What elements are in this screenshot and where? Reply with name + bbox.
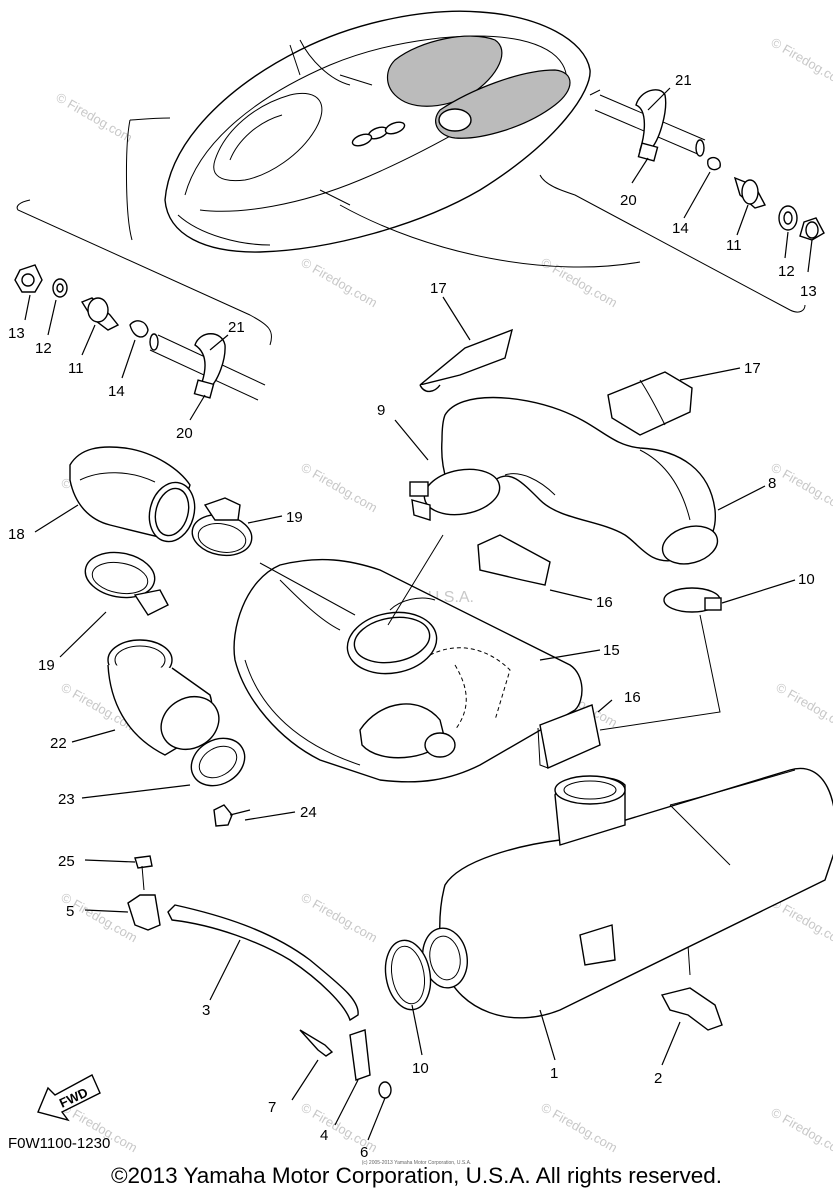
- watermark-firedog: © Firedog.com: [539, 1100, 621, 1156]
- part-8-hose: [441, 396, 719, 565]
- watercraft-illustration: [164, 10, 591, 253]
- callout-14-left: 14: [108, 383, 125, 400]
- callout-10-lower: 10: [412, 1060, 429, 1077]
- part-17-shields: [419, 328, 693, 436]
- callout-18: 18: [8, 526, 25, 543]
- small-hardware: [127, 855, 392, 1099]
- callout-24: 24: [300, 804, 317, 821]
- copyright-footer: ©2013 Yamaha Motor Corporation, U.S.A. A…: [110, 1163, 723, 1188]
- small-copyright-note: (c) 2005-2013 Yamaha Motor Corporation, …: [361, 1160, 472, 1166]
- watermark-firedog: © Firedog.com: [299, 255, 381, 311]
- watermark-firedog: © Firedog.com: [774, 680, 833, 736]
- callout-21-left: 21: [228, 319, 245, 336]
- callout-22: 22: [50, 735, 67, 752]
- callout-5: 5: [66, 903, 74, 920]
- callout-20-left: 20: [176, 425, 193, 442]
- watermark-firedog: © Firedog.com: [539, 255, 621, 311]
- part-19-clamps: [84, 497, 253, 616]
- leader-lines: [24, 87, 813, 1141]
- callout-16-upper: 16: [596, 594, 613, 611]
- watermark-firedog: © Firedog.com: [769, 35, 833, 91]
- part-15-airbox: [233, 558, 583, 783]
- callout-12-right: 12: [778, 263, 795, 280]
- callout-1: 1: [550, 1065, 558, 1082]
- callout-17-right: 17: [744, 360, 761, 377]
- callout-21-right: 21: [675, 72, 692, 89]
- callout-3: 3: [202, 1002, 210, 1019]
- part-2-bracket: [660, 987, 723, 1031]
- part-9-clamp: [409, 468, 501, 521]
- detail-frame-left: [16, 117, 273, 346]
- callout-2: 2: [654, 1070, 662, 1087]
- watermark-firedog: © Firedog.com: [299, 460, 381, 516]
- callout-23: 23: [58, 791, 75, 808]
- callout-25: 25: [58, 853, 75, 870]
- callout-9: 9: [377, 402, 385, 419]
- callout-19-lower: 19: [38, 657, 55, 674]
- callout-17-top: 17: [430, 280, 447, 297]
- watermark-firedog: © Firedog.com: [54, 90, 136, 146]
- callout-14-right: 14: [672, 220, 689, 237]
- part-1-muffler: [422, 767, 833, 1019]
- callout-16-lower: 16: [624, 689, 641, 706]
- callout-labels: 21 20 14 11 12 13 13 12 11 14 21 20 17 1…: [8, 72, 817, 1161]
- callout-13-right: 13: [800, 283, 817, 300]
- callout-8: 8: [768, 475, 776, 492]
- watermark-firedog: © Firedog.com: [769, 460, 833, 516]
- callout-12-left: 12: [35, 340, 52, 357]
- callout-6: 6: [360, 1144, 368, 1161]
- callout-11-right: 11: [726, 237, 742, 254]
- right-detail-parts: [594, 89, 825, 241]
- callout-4: 4: [320, 1127, 328, 1144]
- part-22-23-24: [107, 639, 251, 827]
- part-10-clamps: [384, 587, 722, 1011]
- callout-10-right: 10: [798, 571, 815, 588]
- callout-11-left: 11: [68, 360, 84, 377]
- part-16-pads: [477, 534, 601, 769]
- callout-13-left: 13: [8, 325, 25, 342]
- part-18-elbow: [69, 446, 196, 543]
- left-detail-parts: [14, 264, 266, 401]
- callout-7: 7: [268, 1099, 276, 1116]
- callout-20-right: 20: [620, 192, 637, 209]
- callout-15: 15: [603, 642, 620, 659]
- diagram-reference-code: F0W1100-1230: [8, 1135, 110, 1152]
- watermark-firedog: © Firedog.com: [299, 890, 381, 946]
- callout-19-upper: 19: [286, 509, 303, 526]
- watermark-firedog: © Firedog.com: [769, 1105, 833, 1161]
- part-3-strap: [167, 904, 359, 1022]
- detail-frame-right: [339, 89, 806, 313]
